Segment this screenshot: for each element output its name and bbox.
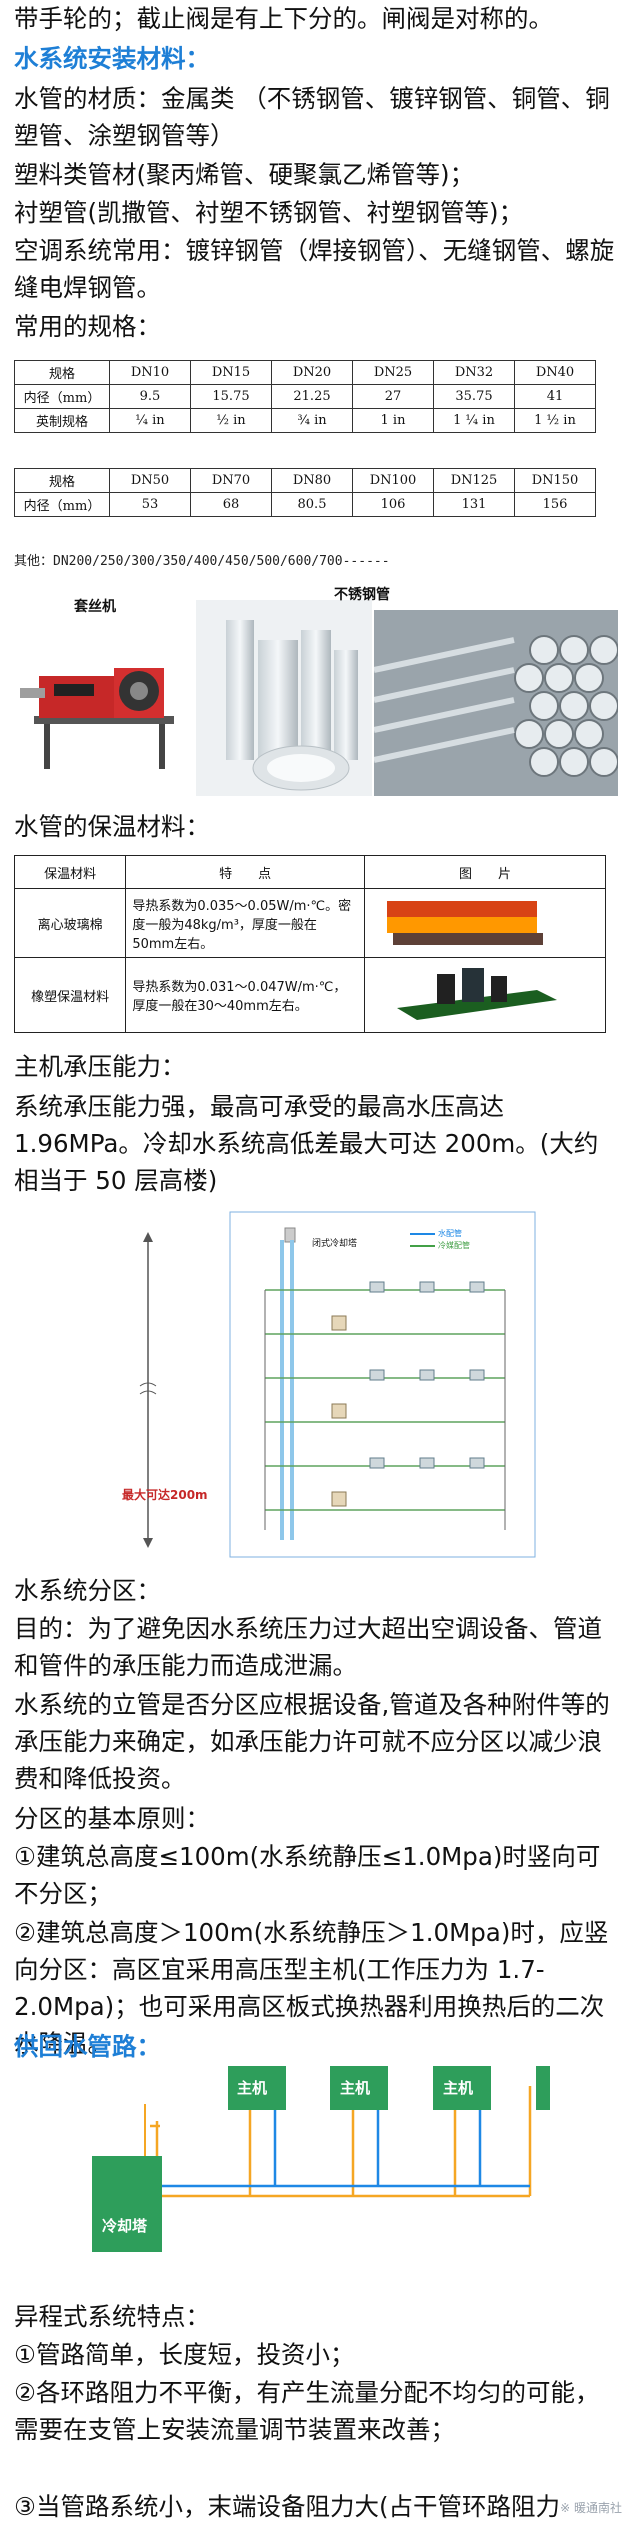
material-paragraph: 塑料类管材(聚丙烯管、硬聚氯乙烯管等)； <box>14 160 475 189</box>
table-cell: ¼ in <box>109 408 191 433</box>
table-row: 保温材料 特 点 图 片 <box>13 855 606 889</box>
glass-wool-photo <box>364 888 606 958</box>
table-cell: 131 <box>433 492 515 517</box>
table-cell: 35.75 <box>433 384 515 409</box>
material-paragraph: 常用的规格： <box>14 312 161 341</box>
table-header: 保温材料 <box>13 855 127 889</box>
table-cell: DN150 <box>514 468 596 493</box>
feature-item: ①管路简单，长度短，投资小； <box>14 2340 355 2369</box>
table-cell: ½ in <box>190 408 272 433</box>
zoning-paragraph: ①建筑总高度≤100m(水系统静压≤1.0Mpa)时竖向可不分区； <box>14 1842 601 1908</box>
pressure-heading: 主机承压能力： <box>14 1052 186 1081</box>
stainless-tubes-photo <box>196 600 372 796</box>
table-cell: 15.75 <box>190 384 272 409</box>
insulation-table: 保温材料 特 点 图 片 离心玻璃棉 导热系数为0.035～0.05W/m·℃。… <box>13 855 606 1033</box>
table-cell: 21.25 <box>271 384 353 409</box>
table-row: 橡塑保温材料 导热系数为0.031～0.047W/m·℃，厚度一般在30～40m… <box>13 957 606 1033</box>
table-cell: 导热系数为0.035～0.05W/m·℃。密度一般为48kg/m³，厚度一般在5… <box>125 888 365 958</box>
table-row: 内径（mm） 53 68 80.5 106 131 156 <box>14 492 596 517</box>
table-cell: DN15 <box>190 360 272 385</box>
chiller-label-4: 主机 <box>494 2079 525 2097</box>
insulation-heading: 水管的保温材料： <box>14 812 210 841</box>
stainless-stack-photo <box>374 610 618 796</box>
riser-diagram <box>110 1210 550 1560</box>
table-header: 特 点 <box>125 855 365 889</box>
spec-table-1: 规格 DN10 DN15 DN20 DN25 DN32 DN40 内径（mm） … <box>14 360 596 433</box>
feature-item: ③当管路系统小，末端设备阻力大(占干管环路阻力 <box>14 2492 561 2521</box>
table-cell: 1 ½ in <box>514 408 596 433</box>
table-cell: DN25 <box>352 360 434 385</box>
table-cell: DN80 <box>271 468 353 493</box>
table-cell: DN50 <box>109 468 191 493</box>
table-cell: 导热系数为0.031～0.047W/m·℃，厚度一般在30～40mm左右。 <box>125 957 365 1033</box>
features-heading: 异程式系统特点： <box>14 2302 210 2331</box>
table-cell: 1 in <box>352 408 434 433</box>
table-cell: DN40 <box>514 360 596 385</box>
table-cell: 9.5 <box>109 384 191 409</box>
table-cell: DN20 <box>271 360 353 385</box>
table-cell: 内径（mm） <box>14 384 110 409</box>
table-cell: DN70 <box>190 468 272 493</box>
riser-diagram-title: 闭式冷却塔 <box>312 1239 358 1249</box>
table-cell: 80.5 <box>271 492 353 517</box>
table-cell: 离心玻璃棉 <box>13 888 127 958</box>
table-cell: 68 <box>190 492 272 517</box>
zoning-paragraph: 分区的基本原则： <box>14 1804 210 1833</box>
legend-water-pipe: 水配管 <box>438 1229 462 1238</box>
stainless-label: 不锈钢管 <box>334 587 390 603</box>
material-paragraph: 空调系统常用：镀锌钢管（焊接钢管）、无缝钢管、螺旋缝电焊钢管。 <box>14 236 615 302</box>
zoning-paragraph: 水系统的立管是否分区应根据设备,管道及各种附件等的承压能力来确定，如承压能力许可… <box>14 1690 610 1793</box>
table-cell: 156 <box>514 492 596 517</box>
intro-line: 带手轮的；截止阀是有上下分的。闸阀是对称的。 <box>14 4 553 33</box>
rubber-foam-photo <box>364 957 606 1033</box>
material-paragraph: 水管的材质：金属类 （不锈钢管、镀锌钢管、铜管、铜塑管、涂塑钢管等） <box>14 84 610 150</box>
table-row: 离心玻璃棉 导热系数为0.035～0.05W/m·℃。密度一般为48kg/m³，… <box>13 888 606 958</box>
legend-refrigerant-pipe: 冷媒配管 <box>438 1241 470 1250</box>
table-row: 内径（mm） 9.5 15.75 21.25 27 35.75 41 <box>14 384 596 409</box>
spec-note: 其他：DN200/250/300/350/400/450/500/600/700… <box>14 554 390 569</box>
loop-diagram <box>90 2066 550 2264</box>
watermark: ※ 暖通南社 <box>560 2501 622 2515</box>
feature-item: ②各环路阻力不平衡，有产生流量分配不均匀的可能，需要在支管上安装流量调节装置来改… <box>14 2378 600 2444</box>
table-cell: 1 ¼ in <box>433 408 515 433</box>
material-paragraph: 衬塑管(凯撒管、衬塑不锈钢管、衬塑钢管等)； <box>14 198 524 227</box>
loop-heading: 供回水管路： <box>14 2032 161 2061</box>
table-cell: ¾ in <box>271 408 353 433</box>
spec-table-2: 规格 DN50 DN70 DN80 DN100 DN125 DN150 内径（m… <box>14 468 596 517</box>
chiller-label-2: 主机 <box>340 2079 371 2097</box>
table-row: 英制规格 ¼ in ½ in ¾ in 1 in 1 ¼ in 1 ½ in <box>14 408 596 433</box>
table-cell: DN125 <box>433 468 515 493</box>
max-height-label: 最大可达200m <box>122 1488 208 1502</box>
table-cell: 106 <box>352 492 434 517</box>
threader-label: 套丝机 <box>74 599 116 615</box>
threader-photo <box>14 596 194 776</box>
zoning-paragraph: 目的：为了避免因水系统压力过大超出空调设备、管道和管件的承压能力而造成泄漏。 <box>14 1614 602 1680</box>
cooling-tower-label: 冷却塔 <box>102 2217 148 2235</box>
chiller-label-3: 主机 <box>443 2079 474 2097</box>
table-cell: 规格 <box>14 360 110 385</box>
table-cell: 橡塑保温材料 <box>13 957 127 1033</box>
zoning-paragraph: ②建筑总高度＞100m(水系统静压＞1.0Mpa)时，应竖向分区：高区宜采用高压… <box>14 1918 609 2058</box>
chiller-label-1: 主机 <box>237 2079 268 2097</box>
table-cell: DN100 <box>352 468 434 493</box>
table-cell: 27 <box>352 384 434 409</box>
zoning-heading: 水系统分区： <box>14 1576 161 1605</box>
pressure-text: 系统承压能力强，最高可承受的最高水压高达1.96MPa。冷却水系统高低差最大可达… <box>14 1092 599 1195</box>
table-cell: DN32 <box>433 360 515 385</box>
table-cell: 53 <box>109 492 191 517</box>
table-header: 图 片 <box>364 855 606 889</box>
table-cell: DN10 <box>109 360 191 385</box>
table-cell: 41 <box>514 384 596 409</box>
materials-heading: 水系统安装材料： <box>14 44 210 73</box>
table-cell: 英制规格 <box>14 408 110 433</box>
table-row: 规格 DN10 DN15 DN20 DN25 DN32 DN40 <box>14 360 596 385</box>
table-cell: 规格 <box>14 468 110 493</box>
table-cell: 内径（mm） <box>14 492 110 517</box>
table-row: 规格 DN50 DN70 DN80 DN100 DN125 DN150 <box>14 468 596 493</box>
